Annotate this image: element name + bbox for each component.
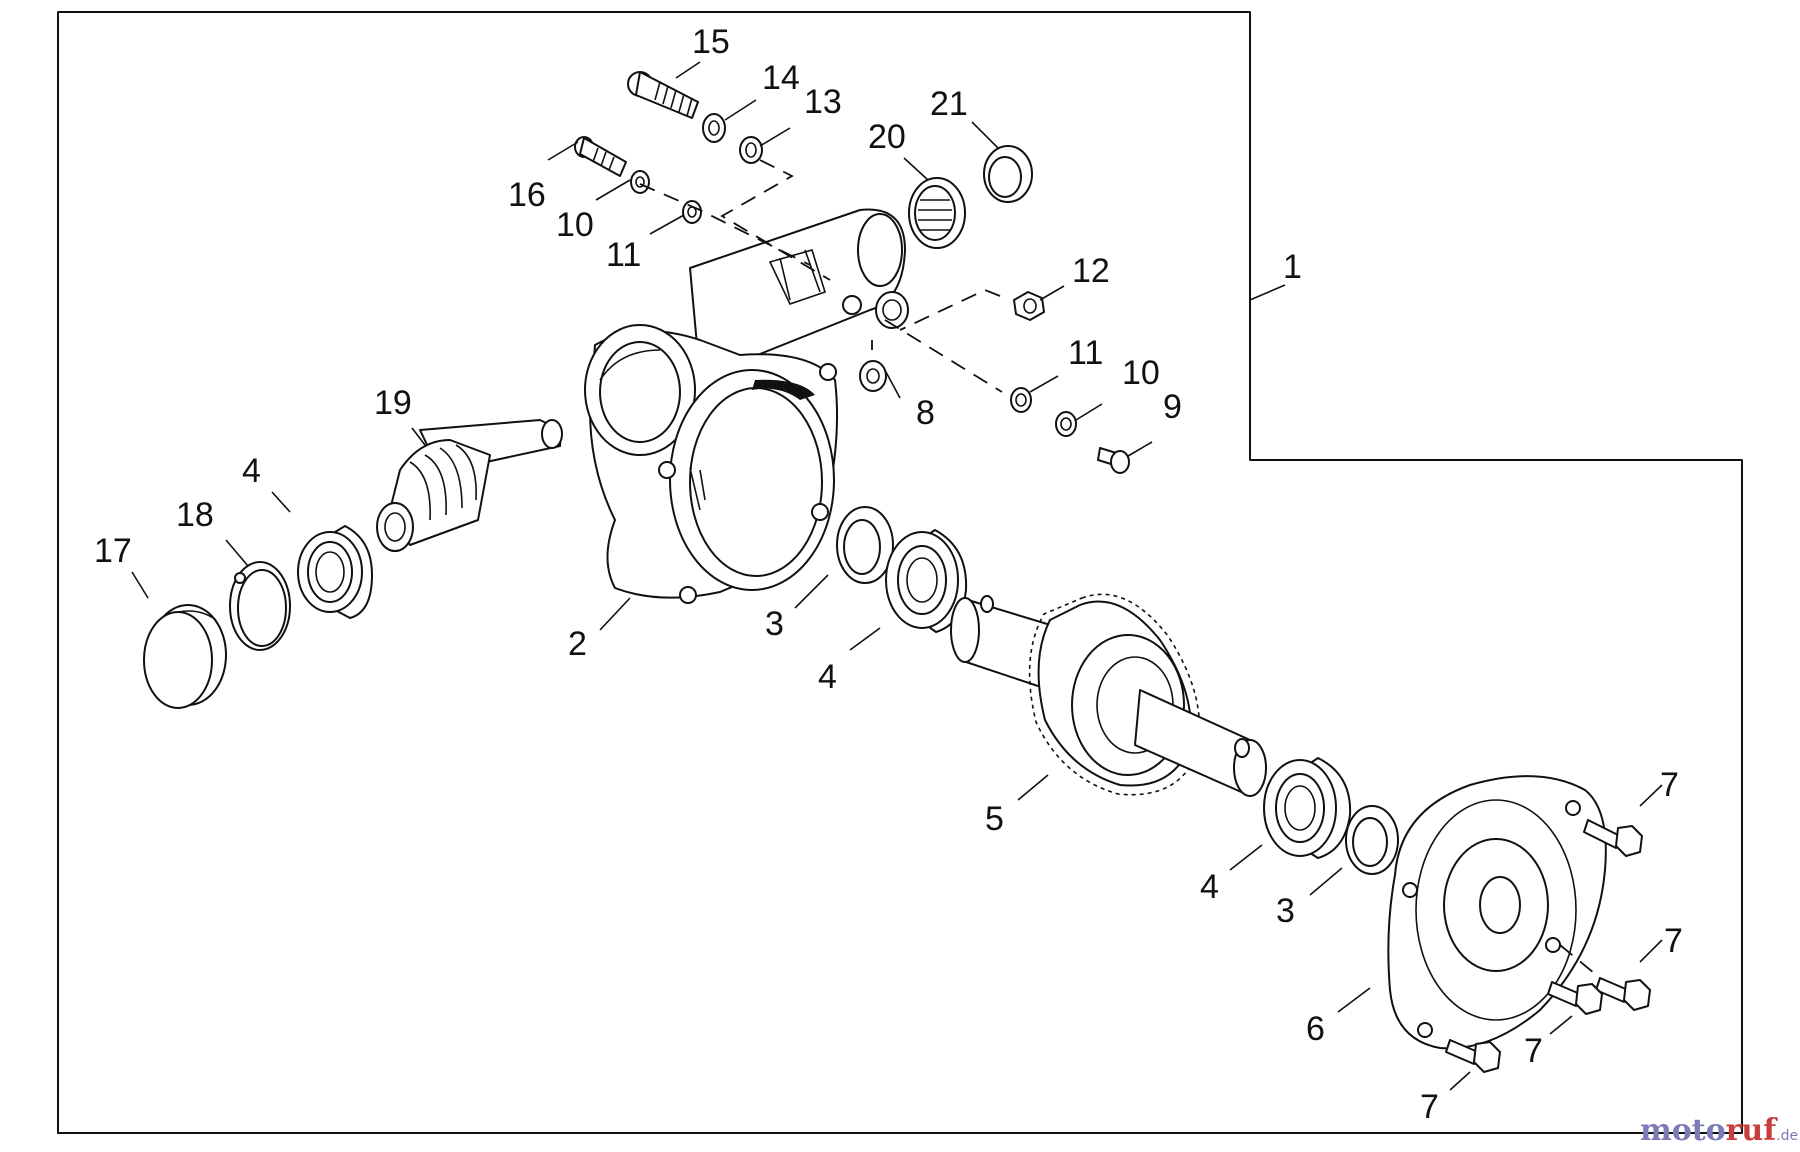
label-15: 15 xyxy=(692,23,730,61)
part-labels: 1 2 3 3 4 4 4 5 6 7 7 7 7 8 9 10 10 11 1… xyxy=(94,23,1683,1126)
part-13-washer xyxy=(739,136,763,164)
label-10-top: 10 xyxy=(556,206,594,244)
label-2: 2 xyxy=(568,625,587,663)
label-4-left: 4 xyxy=(242,452,261,490)
part-14-washer xyxy=(702,113,726,143)
label-12: 12 xyxy=(1072,252,1110,290)
assembly-line-nut xyxy=(899,289,1001,331)
svg-text:motoruf.de: motoruf.de xyxy=(1640,1113,1798,1148)
part-2-gear-housing xyxy=(584,208,909,604)
label-4-mid: 4 xyxy=(818,658,837,696)
part-4-bearing-left xyxy=(297,525,373,619)
label-8: 8 xyxy=(916,394,935,432)
part-16-screw xyxy=(574,136,627,177)
part-7-bolt-c xyxy=(1547,981,1603,1015)
part-4-bearing-right xyxy=(1263,757,1352,859)
label-19: 19 xyxy=(374,384,412,422)
label-20: 20 xyxy=(868,118,906,156)
label-7-c: 7 xyxy=(1524,1032,1543,1070)
watermark-suffix: .de xyxy=(1776,1128,1798,1144)
part-17-cap xyxy=(143,604,227,709)
label-5: 5 xyxy=(985,800,1004,838)
label-18: 18 xyxy=(176,496,214,534)
part-12-nut xyxy=(1013,291,1045,321)
label-16: 16 xyxy=(508,176,546,214)
assembly-line-left xyxy=(639,183,811,266)
watermark-logo: motoruf.de xyxy=(1640,1113,1798,1148)
label-21: 21 xyxy=(930,85,968,123)
leader-lines xyxy=(131,61,1663,1091)
label-3-right: 3 xyxy=(1276,892,1295,930)
label-4-right: 4 xyxy=(1200,868,1219,906)
part-19-worm-shaft xyxy=(376,419,563,552)
part-7-bolt-a xyxy=(1583,819,1643,857)
label-14: 14 xyxy=(762,59,800,97)
label-9: 9 xyxy=(1163,388,1182,426)
assembly-boundary xyxy=(57,11,1743,1134)
label-17: 17 xyxy=(94,532,132,570)
label-7-d: 7 xyxy=(1420,1088,1439,1126)
watermark-part2: ruf xyxy=(1726,1113,1779,1148)
part-3-seal-right xyxy=(1345,805,1399,875)
label-7-b: 7 xyxy=(1664,922,1683,960)
part-4-bearing-mid xyxy=(885,529,968,633)
part-7-bolt-b xyxy=(1595,977,1651,1011)
label-13: 13 xyxy=(804,83,842,121)
label-11-lower: 11 xyxy=(1068,334,1103,372)
part-15-screw xyxy=(627,71,699,119)
label-3-mid: 3 xyxy=(765,605,784,643)
part-6-cover-plate xyxy=(1387,775,1607,1050)
part-3-seal-mid xyxy=(836,506,894,584)
part-10-washer-top xyxy=(630,170,650,194)
part-7-bolt-d xyxy=(1445,1039,1501,1073)
part-10-washer-lower xyxy=(1055,411,1077,437)
part-11-washer-top xyxy=(682,200,702,224)
part-11-washer-lower xyxy=(1010,387,1032,413)
part-21-seal xyxy=(983,145,1033,203)
watermark-part1: moto xyxy=(1640,1113,1726,1148)
assembly-line-cover xyxy=(1559,944,1601,979)
label-1: 1 xyxy=(1283,248,1302,286)
label-6: 6 xyxy=(1306,1010,1325,1048)
label-11-top: 11 xyxy=(606,236,641,274)
part-5-gear-shaft xyxy=(950,593,1267,797)
part-9-screw xyxy=(1097,447,1130,474)
part-20-needle-bearing xyxy=(908,177,966,249)
assembly-line-lower xyxy=(884,319,1003,393)
label-10-lower: 10 xyxy=(1122,354,1160,392)
label-7-a: 7 xyxy=(1660,766,1679,804)
part-18-circlip xyxy=(229,561,291,651)
part-8-washer xyxy=(859,360,887,392)
